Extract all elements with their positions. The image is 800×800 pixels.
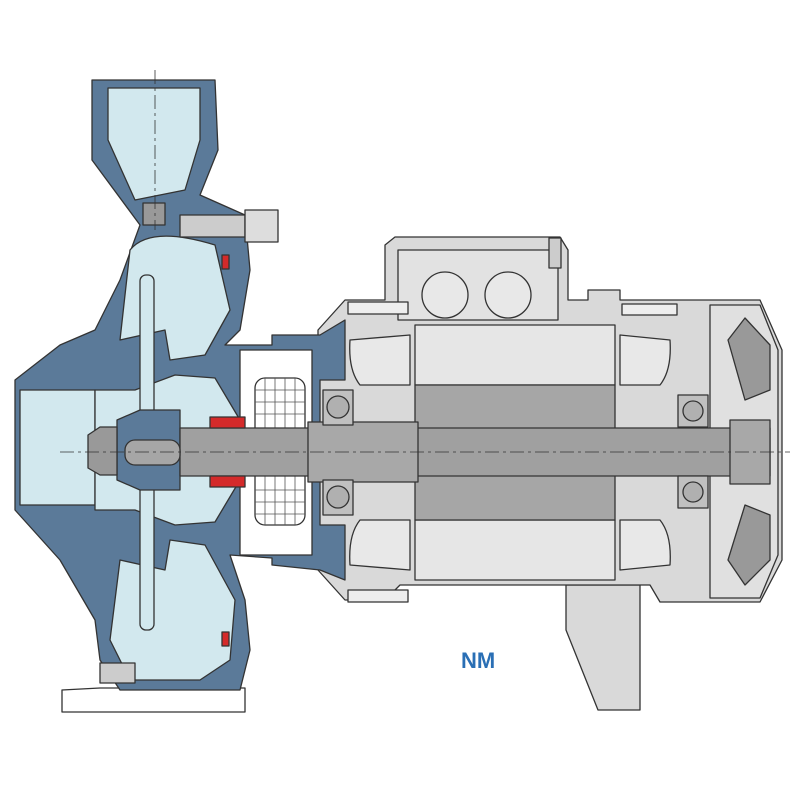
motor-foot <box>565 584 641 711</box>
casing-seal-ring-top <box>221 254 230 270</box>
model-label: NM <box>461 648 496 673</box>
terminal-screw <box>548 237 562 269</box>
priming-plug <box>142 202 166 226</box>
fan-blade-top <box>727 317 771 401</box>
bearing-ball <box>326 485 350 509</box>
mechanical-seal-top <box>209 416 246 429</box>
casing-bolt <box>179 214 246 238</box>
bolt-head <box>244 209 279 243</box>
cable-gland-right <box>484 271 532 319</box>
cable-gland-left <box>421 271 469 319</box>
winding-top-right <box>619 334 671 386</box>
motor-bolt-top-right <box>621 303 678 316</box>
bearing-ball <box>682 400 704 422</box>
drain-plug <box>99 662 136 684</box>
stator-top <box>414 324 616 386</box>
motor-bolt-top-left <box>347 301 409 315</box>
stator-bottom <box>414 519 616 581</box>
terminal-box <box>397 249 559 321</box>
bearing-ball <box>682 481 704 503</box>
coupling-grid <box>255 378 305 525</box>
discharge-port <box>107 87 201 201</box>
impeller-nut <box>87 426 118 476</box>
bearing-ball <box>326 395 350 419</box>
casing-seal-ring-bottom <box>221 631 230 647</box>
fan-blade-bottom <box>727 504 771 586</box>
winding-bottom-left <box>349 519 411 571</box>
shaft-key <box>124 439 181 466</box>
winding-bottom-right <box>619 519 671 571</box>
pump-base-foot <box>61 687 246 713</box>
mechanical-seal-bottom <box>209 475 246 488</box>
suction-port <box>19 389 96 506</box>
motor-bolt-bottom-left <box>347 589 409 603</box>
winding-top-left <box>349 334 411 386</box>
